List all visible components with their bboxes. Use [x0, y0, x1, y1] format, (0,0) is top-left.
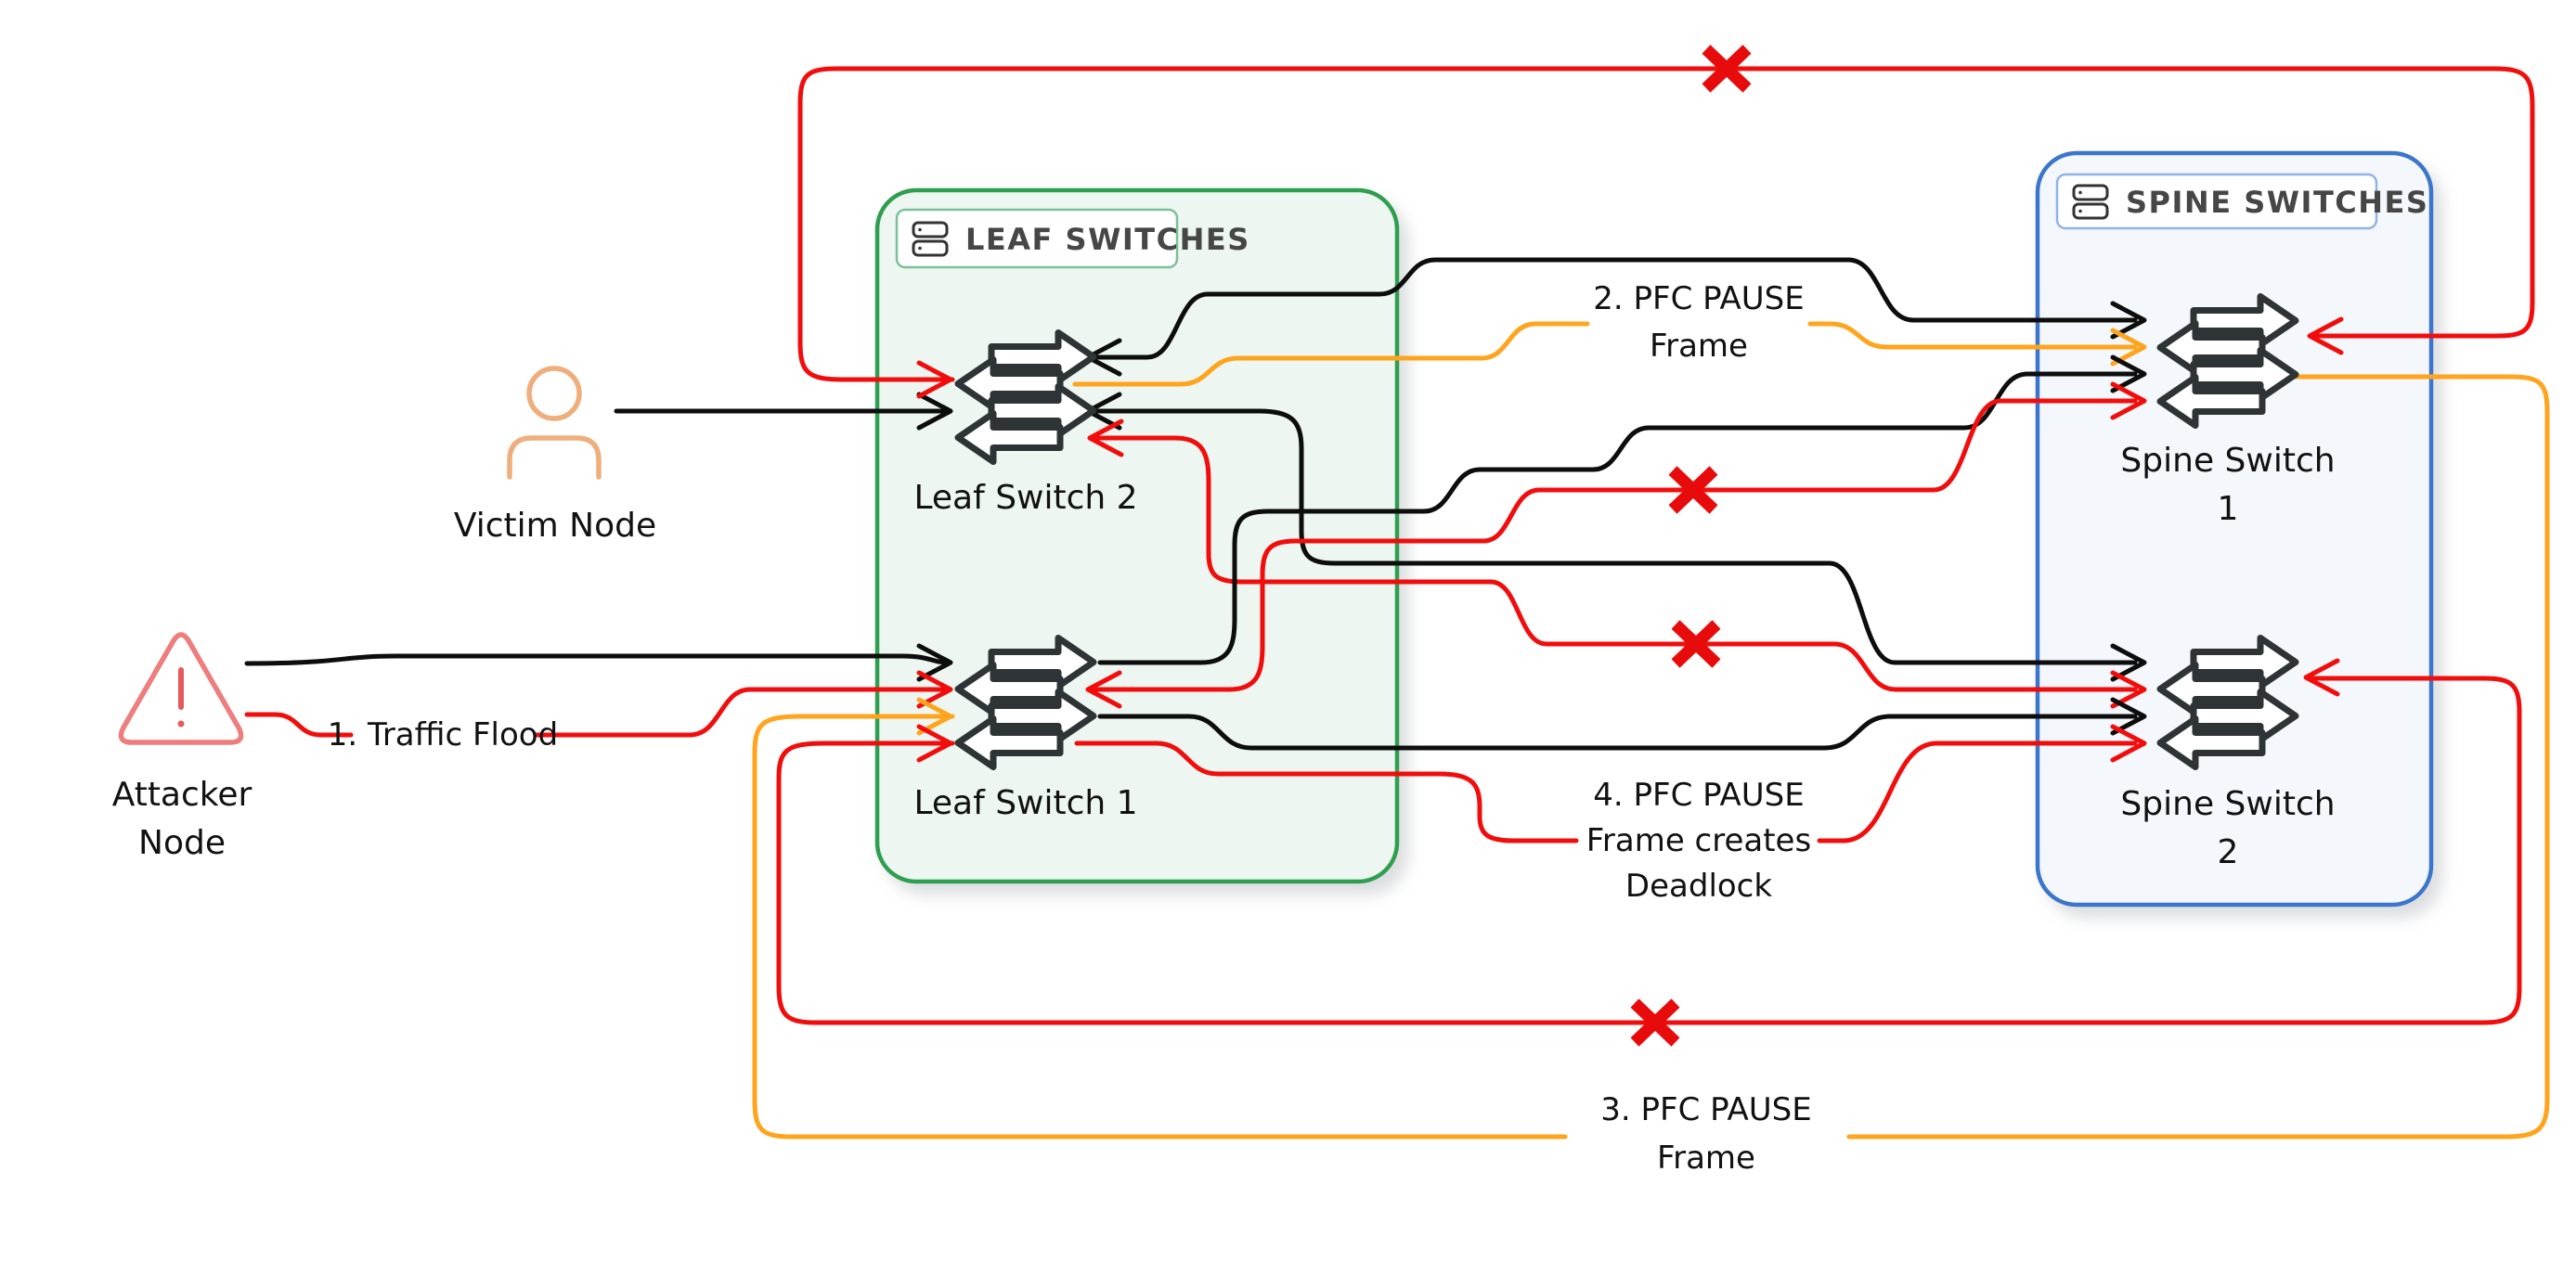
victim-node-icon — [507, 366, 602, 480]
arrowhead-icon — [916, 392, 953, 431]
edge-label-pfc4-line1: 4. PFC PAUSE — [1593, 777, 1804, 814]
edge-leaf1-spine1-black — [1097, 371, 2138, 665]
arrowhead-icon — [2110, 301, 2147, 340]
arrowhead-icon — [916, 724, 953, 763]
leaf-group-header-label: LEAF SWITCHES — [965, 222, 1250, 257]
arrowhead-icon — [2110, 670, 2147, 709]
edge-pfc3-orange-left — [752, 714, 1568, 1140]
edge-pfc2-orange-left — [1072, 321, 1590, 387]
edge-label-pfc4-line2: Frame creates — [1586, 822, 1811, 859]
edge-leaf1-spine2-black — [1097, 714, 2138, 751]
edge-pfc3-orange-right — [1846, 374, 2550, 1140]
edge-leaf2-spine2-blocked-red — [1087, 435, 2138, 692]
edge-pfc4-red-right — [1817, 741, 2138, 844]
edge-pfc4-red-left — [1074, 741, 1579, 844]
edge-attacker-to-leaf1 — [244, 653, 951, 666]
edge-pfc2-orange-right — [1807, 321, 2138, 350]
arrowhead-icon — [2307, 316, 2344, 355]
edge-traffic-flood-left — [244, 712, 354, 738]
spine-switch-1-label-line1: Spine Switch — [2120, 442, 2335, 480]
victim-node-label: Victim Node — [454, 507, 656, 545]
edge-label-pfc4-line3: Deadlock — [1625, 868, 1772, 905]
edge-bottom-blocked-red — [776, 676, 2522, 1025]
arrowhead-icon — [916, 643, 953, 682]
arrowhead-icon — [2110, 328, 2147, 367]
spine-switch-2-label-line1: Spine Switch — [2120, 785, 2335, 823]
attacker-node-label-line1: Attacker — [112, 776, 252, 814]
arrowhead-icon — [2110, 724, 2147, 763]
spine-group-header-label: SPINE SWITCHES — [2126, 185, 2428, 220]
edge-leaf2-spine2-black — [1085, 408, 2138, 665]
edge-label-traffic-flood: 1. Traffic Flood — [328, 716, 558, 753]
edge-label-pfc3-line1: 3. PFC PAUSE — [1600, 1091, 1811, 1128]
blocked-x-icon — [1671, 620, 1721, 668]
spine-switch-2-label-line2: 2 — [2218, 833, 2239, 871]
arrowhead-icon — [2110, 354, 2147, 393]
attacker-node-label-line2: Node — [138, 824, 226, 862]
edge-leaf2-spine1-black — [1085, 257, 2138, 360]
edge-leaf1-spine1-blocked-red — [1085, 398, 2138, 692]
arrowhead-icon — [2110, 381, 2147, 420]
edge-top-blocked-red — [797, 66, 2535, 382]
spine-group-header-chip — [2055, 173, 2378, 230]
edge-label-pfc3-line2: Frame — [1657, 1140, 1755, 1177]
leaf-switch-2-label: Leaf Switch 2 — [913, 479, 1137, 517]
arrowhead-icon — [2110, 697, 2147, 736]
arrowhead-icon — [916, 670, 953, 709]
edge-traffic-flood-right — [533, 687, 951, 738]
edge-label-pfc2-line2: Frame — [1650, 328, 1748, 365]
arrowhead-icon — [2110, 643, 2147, 682]
blocked-x-icon — [1668, 466, 1718, 514]
leaf-switch-1-label: Leaf Switch 1 — [913, 784, 1137, 822]
blocked-x-icon — [1702, 45, 1752, 93]
attacker-node-icon — [118, 632, 244, 745]
arrowhead-icon — [1087, 419, 1124, 457]
edge-label-pfc2-line1: 2. PFC PAUSE — [1593, 280, 1804, 317]
arrowhead-icon — [916, 697, 953, 736]
blocked-x-icon — [1630, 998, 1680, 1047]
spine-switch-1-label-line2: 1 — [2218, 490, 2239, 528]
leaf-group-header-chip — [895, 208, 1179, 269]
arrowhead-icon — [1085, 670, 1122, 709]
arrowhead-icon — [916, 360, 953, 399]
arrowhead-icon — [2303, 658, 2340, 697]
